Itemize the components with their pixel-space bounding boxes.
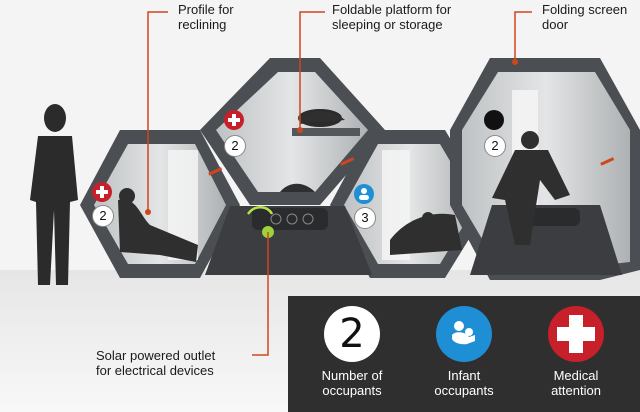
pod-right-badges: 2 [484, 110, 506, 157]
leader-lines [147, 11, 532, 356]
occupancy-number-icon: 2 [92, 205, 114, 227]
legend-occupants-label: Number of occupants [321, 368, 383, 398]
legend-occupants: 2 Number of occupants [296, 306, 408, 398]
pod-left-badges: 2 [92, 182, 114, 227]
legend-infant-label: Infant occupants [434, 368, 494, 398]
leader-dots [145, 59, 518, 215]
occupied-dot-icon [484, 110, 504, 130]
callout-solar-outlet: Solar powered outlet for electrical devi… [96, 348, 216, 378]
occupant-silhouettes [118, 111, 570, 262]
legend-occupants-number: 2 [339, 311, 365, 357]
occupancy-number-icon: 2 [484, 135, 506, 157]
legend-infant: Infant occupants [408, 306, 520, 398]
legend-medical-label: Medical attention [551, 368, 601, 398]
medical-cross-icon [548, 306, 604, 362]
callout-foldable-platform: Foldable platform for sleeping or storag… [332, 2, 452, 32]
callout-profile-reclining: Profile for reclining [178, 2, 234, 32]
standing-person-silhouette [30, 104, 78, 285]
occupancy-number-icon: 3 [354, 207, 376, 229]
pod-accents [208, 157, 615, 176]
legend-panel: 2 Number of occupants Infant occupants M… [288, 296, 640, 412]
occupancy-number-icon: 2 [224, 135, 246, 157]
medical-cross-icon [92, 182, 112, 202]
medical-cross-icon [224, 110, 244, 130]
infant-icon [436, 306, 492, 362]
pod-top-badges: 2 [224, 110, 246, 157]
pod-base [205, 205, 622, 275]
legend-medical: Medical attention [520, 306, 632, 398]
infant-icon [354, 184, 374, 204]
callout-folding-door: Folding screen door [542, 2, 628, 32]
occupancy-number-icon: 2 [324, 306, 380, 362]
pod-middle-badges: 3 [354, 184, 376, 229]
pod-top [200, 58, 385, 205]
